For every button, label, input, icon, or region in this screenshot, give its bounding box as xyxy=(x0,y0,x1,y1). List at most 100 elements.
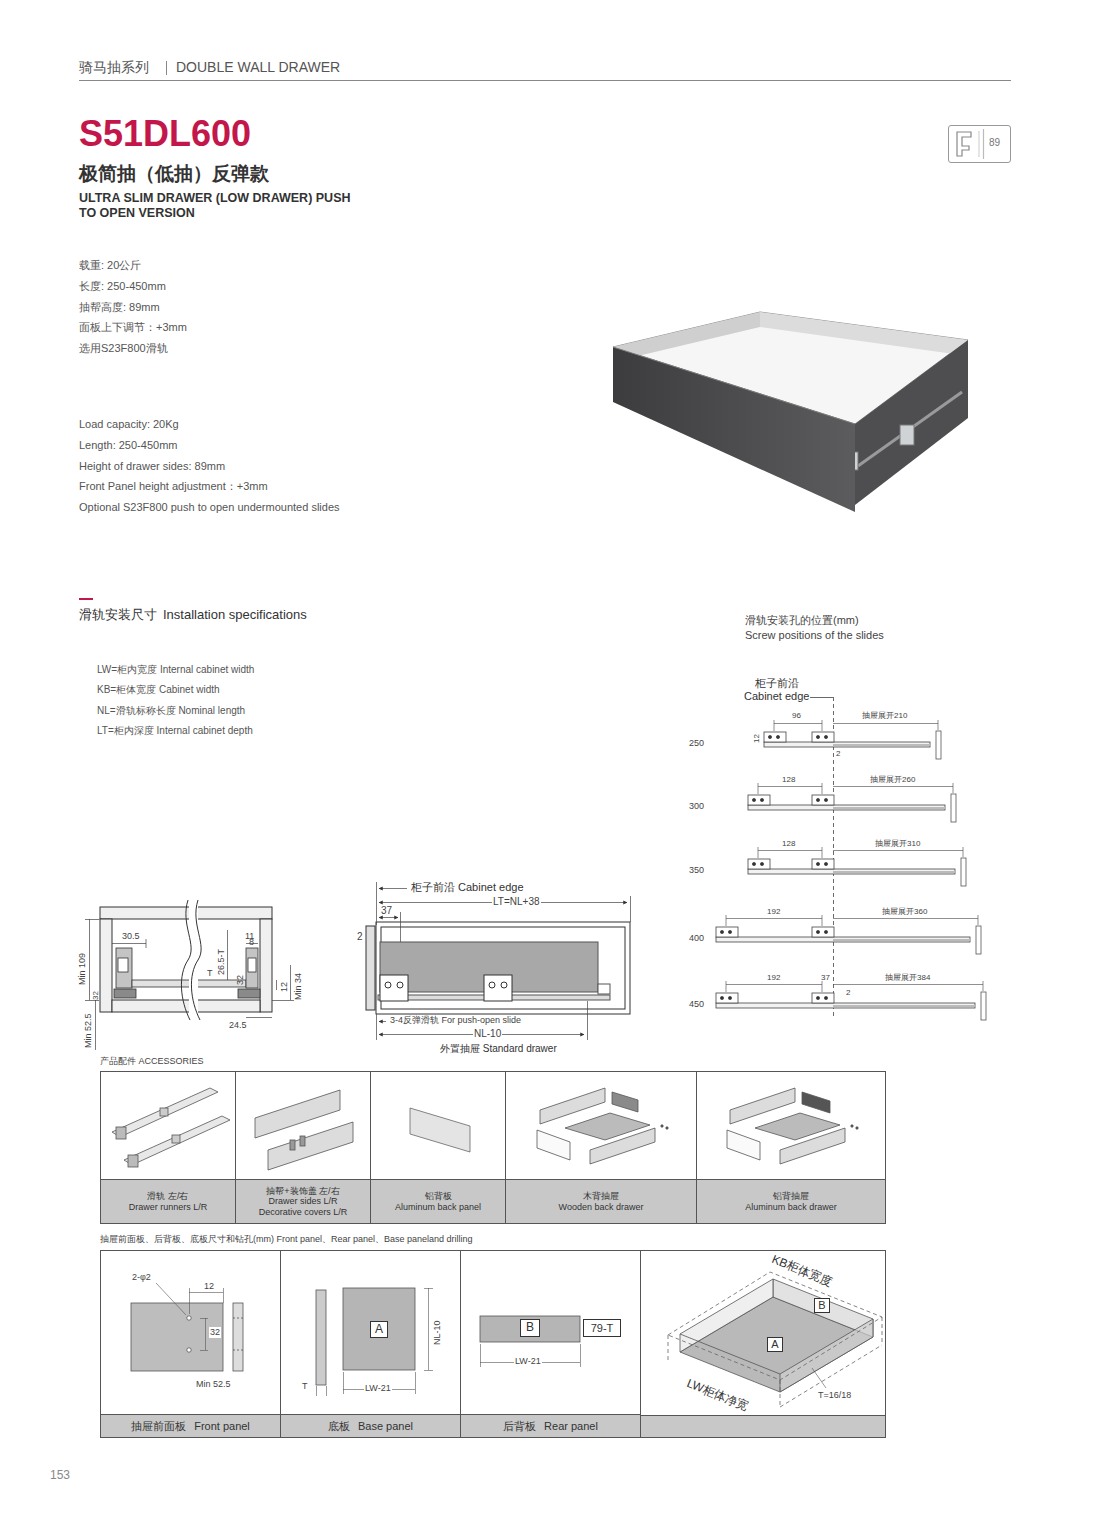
slide-row xyxy=(833,850,963,851)
front-panel-sketch xyxy=(187,1348,191,1352)
slide-row xyxy=(776,735,779,738)
slide-row xyxy=(816,735,819,738)
table-cell xyxy=(641,1251,886,1438)
caption-band: 木背抽屉Wooden back drawer xyxy=(506,1179,696,1223)
slide-row xyxy=(824,862,827,865)
slide-row xyxy=(822,720,823,731)
front-panel-sketch xyxy=(205,1318,206,1350)
base-panel-sketch xyxy=(316,1290,326,1385)
dimension-label: LT=NL+38 xyxy=(492,896,541,908)
front-panel-sketch xyxy=(131,1303,223,1371)
section-heading: Screw positions of the slides xyxy=(745,629,884,642)
length-label: 400 xyxy=(689,933,704,944)
slide-row xyxy=(816,798,819,801)
slide-row xyxy=(953,783,954,793)
drawer-kit-sketch xyxy=(537,1088,668,1164)
dimension-lines xyxy=(379,888,407,889)
caption-text: Rear panel xyxy=(544,1420,598,1433)
dimension-label: 96 xyxy=(792,711,801,721)
slide-row xyxy=(812,795,834,805)
dimension-tag: 79-T xyxy=(583,1319,621,1337)
cabinet-side-view xyxy=(397,982,403,988)
slide-row xyxy=(816,930,819,933)
cabinet-side-view xyxy=(366,922,630,1014)
dimension-lines xyxy=(246,1017,272,1018)
rear-panel-sketch xyxy=(480,1344,481,1367)
drawer-3d-sketch xyxy=(780,1319,873,1392)
dimension-label: 抽屉展开260 xyxy=(870,775,915,785)
cabinet-side-view xyxy=(598,984,610,994)
front-panel-sketch xyxy=(233,1318,243,1319)
spec-text: 选用S23F800滑轨 xyxy=(79,342,168,355)
drawer-3d-sketch xyxy=(780,1345,882,1407)
spec-text: 长度: 250-450mm xyxy=(79,280,166,293)
caption-text: 底板 xyxy=(328,1420,350,1433)
callout-text: 2-φ2 xyxy=(132,1272,151,1283)
slide-row xyxy=(822,847,823,858)
dimension-lines xyxy=(112,943,146,944)
accessory-cell: 铝背抽屉Aluminum back drawer xyxy=(696,1071,886,1224)
base-panel-sketch xyxy=(424,1370,433,1371)
accessory-cell: 滑轨 左/右Drawer runners L/R xyxy=(100,1071,236,1224)
part-tag: B xyxy=(814,1298,830,1313)
drawer-photo xyxy=(855,340,968,505)
section-heading: 滑轨安装孔的位置(mm) xyxy=(745,614,859,627)
cabinet-edge-line xyxy=(810,697,833,698)
drawer-photo xyxy=(760,312,968,356)
abbreviation-note: LW=柜内宽度 Internal cabinet width xyxy=(97,664,254,676)
front-panel-sketch xyxy=(156,1283,186,1315)
dimension-label: LW-21 xyxy=(364,1383,392,1394)
slide-row xyxy=(833,871,955,873)
slide-row xyxy=(822,915,823,926)
abbreviation-note: KB=柜体宽度 Cabinet width xyxy=(97,684,220,696)
base-panel-sketch xyxy=(326,1386,327,1396)
dimension-label: LW柜体净宽 xyxy=(685,1376,751,1414)
table-cell xyxy=(641,1251,886,1438)
slide-row xyxy=(748,847,966,886)
cabinet-section xyxy=(260,919,272,1012)
front-panel-sketch xyxy=(223,1288,224,1303)
spec-text: Optional S23F800 push to open undermount… xyxy=(79,501,340,514)
dimension-lines xyxy=(272,1000,294,1001)
base-panel-sketch xyxy=(424,1288,433,1289)
runner-sketch xyxy=(124,1116,230,1165)
slide-row xyxy=(824,798,827,801)
dimension-label: 37 xyxy=(821,973,830,983)
drawer-photo xyxy=(613,347,855,424)
drawer-kit-sketch xyxy=(537,1130,570,1160)
header-text: DOUBLE WALL DRAWER xyxy=(176,59,340,76)
dimension-lines xyxy=(377,882,631,1040)
drawer-kit-sketch xyxy=(851,1125,853,1127)
caption-text: Base panel xyxy=(358,1420,413,1433)
dimension-lines xyxy=(85,919,99,920)
dimension-label: Min 34 xyxy=(293,973,304,1000)
section-heading: 滑轨安装尺寸 xyxy=(79,607,157,623)
cabinet-side-view xyxy=(376,922,630,1014)
cabinet-side-view xyxy=(366,926,375,1010)
dimension-lines xyxy=(290,965,291,1000)
caption-text: Drawer sides L/R xyxy=(268,1196,337,1206)
rear-panel-sketch xyxy=(580,1344,581,1367)
header-rule xyxy=(79,80,1011,81)
slide-row xyxy=(824,930,827,933)
front-panel-sketch xyxy=(131,1283,243,1371)
runner-sketch xyxy=(160,1108,168,1116)
drawer-section xyxy=(248,958,256,972)
slide-row xyxy=(752,862,755,865)
drawer-kit-sketch xyxy=(856,1127,858,1129)
dimension-label: 2 xyxy=(846,988,850,998)
drawer-section xyxy=(114,989,136,998)
table-heading: 产品配件 ACCESSORIES xyxy=(100,1056,204,1067)
drawer-photo xyxy=(900,425,914,445)
slide-row xyxy=(824,735,827,738)
dimension-label: 抽屉展开360 xyxy=(882,907,927,917)
spec-text: Height of drawer sides: 89mm xyxy=(79,460,225,473)
panel-cell: 后背板Rear panelB79-T xyxy=(460,1250,641,1438)
slide-row xyxy=(822,783,823,794)
rear-panel-sketch xyxy=(480,1316,580,1342)
slide-row xyxy=(726,984,822,985)
tag-text: B xyxy=(526,1321,534,1335)
slide-row xyxy=(774,720,775,731)
slide-row xyxy=(833,939,970,941)
slide-row xyxy=(760,798,763,801)
